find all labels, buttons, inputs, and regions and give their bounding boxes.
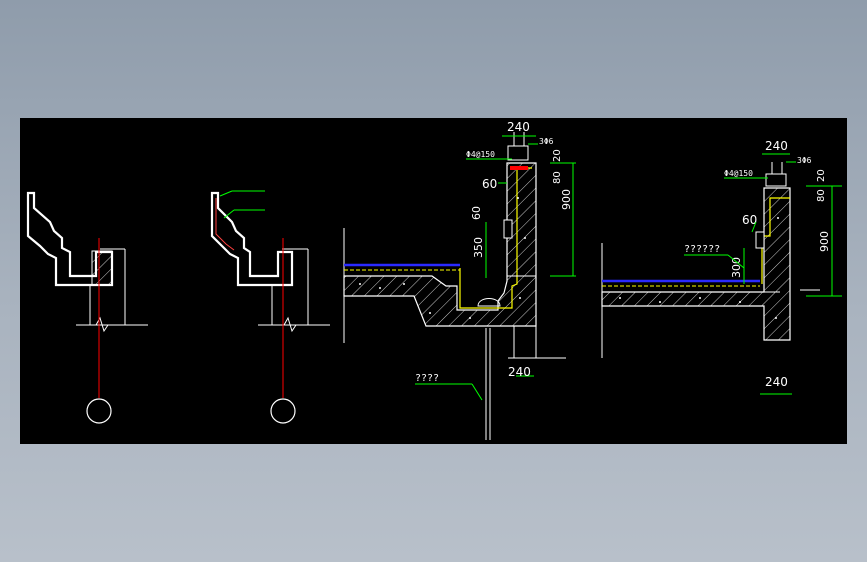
label-left-bar-spec: 3Φ6: [539, 137, 554, 146]
gutter-section-detail: 240 3Φ6 Φ4@150 20 80 60 900 60 350 240 ?…: [343, 120, 576, 440]
dim-left-80: 80: [552, 171, 563, 184]
cad-drawing-canvas[interactable]: 240 3Φ6 Φ4@150 20 80 60 900 60 350 240 ?…: [20, 118, 847, 444]
dim-right-top-width: 240: [765, 139, 788, 153]
dim-left-20: 20: [552, 149, 563, 162]
gutter-profile-1: [26, 191, 148, 424]
dim-right-20: 20: [816, 169, 827, 182]
label-right-leader-note: ??????: [684, 244, 720, 255]
label-right-bar-spec: 3Φ6: [797, 156, 812, 165]
label-left-leader-note: ????: [415, 373, 439, 384]
label-right-rebar-spec: Φ4@150: [724, 169, 753, 178]
dim-left-bottom-width: 240: [508, 365, 531, 379]
dim-right-900: 900: [818, 231, 831, 252]
axis-bubble-2: [270, 398, 296, 424]
axis-bubble-1: [86, 398, 112, 424]
dim-left-60-side: 60: [470, 206, 483, 220]
dim-right-bottom-width: 240: [765, 375, 788, 389]
gutter-profile-2: [210, 190, 330, 424]
dim-right-300: 300: [730, 257, 743, 278]
label-left-rebar-spec: Φ4@150: [466, 150, 495, 159]
dim-left-900: 900: [560, 189, 573, 210]
cad-drawing: 240 3Φ6 Φ4@150 20 80 60 900 60 350 240 ?…: [26, 120, 842, 440]
dim-left-350: 350: [472, 237, 485, 258]
parapet-section-detail: 240 3Φ6 Φ4@150 20 80 900 60 300 ?????? 2…: [601, 139, 842, 395]
dim-right-60: 60: [742, 213, 757, 227]
dim-right-80: 80: [816, 189, 827, 202]
dim-left-60-top: 60: [482, 177, 497, 191]
dim-left-top-width: 240: [507, 120, 530, 134]
